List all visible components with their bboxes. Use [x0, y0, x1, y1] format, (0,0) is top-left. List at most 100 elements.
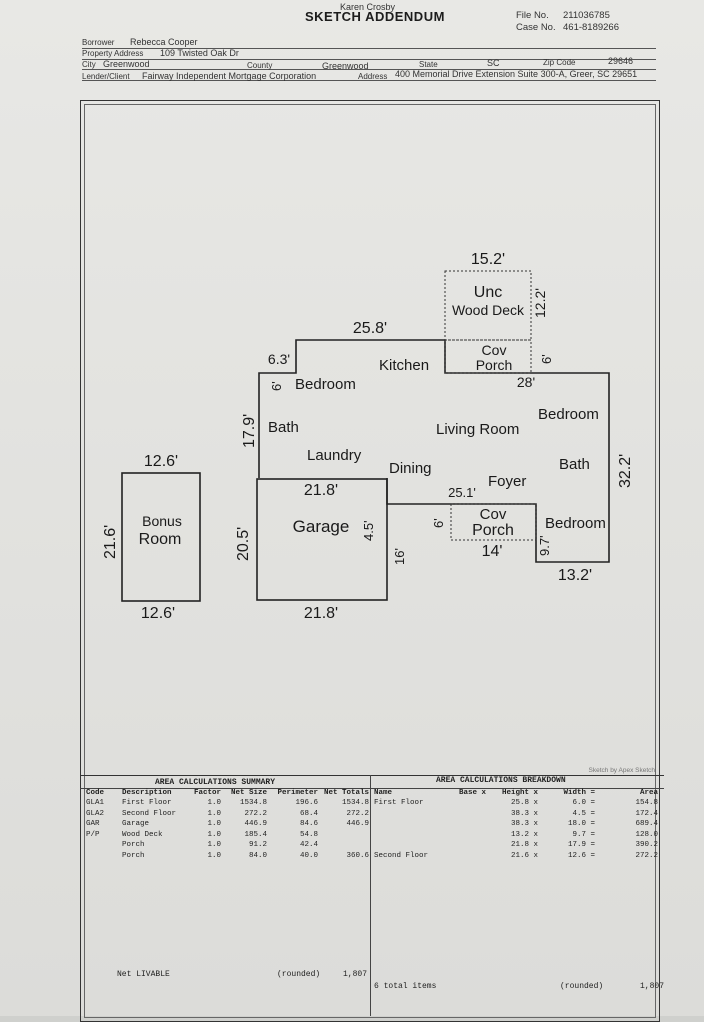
lender: Fairway Independent Mortgage Corporation	[142, 71, 317, 81]
summary-cell: 54.8	[299, 830, 318, 839]
county: Greenwood	[322, 61, 369, 71]
header-rule	[82, 80, 656, 81]
room-bath-2: Bath	[559, 456, 590, 473]
breakdown-header-cell: Name	[374, 789, 393, 797]
state: SC	[487, 58, 500, 68]
address-label: Address	[358, 72, 388, 81]
summary-header-cell: Code	[86, 789, 105, 797]
breakdown-cell: 272.2	[635, 851, 658, 860]
property-address-label: Property Address	[82, 49, 144, 58]
breakdown-cell: 172.4	[635, 809, 658, 818]
breakdown-header-cell: Height x	[501, 789, 538, 797]
deck-height-dim: 12.2'	[532, 288, 548, 318]
zip-label: Zip Code	[543, 58, 576, 67]
net-livable-total: 1,807	[343, 970, 368, 979]
summary-cell: Second Floor	[122, 809, 177, 818]
property-address: 109 Twisted Oak Dr	[160, 48, 239, 58]
bottom-right-dim: 13.2'	[558, 567, 592, 584]
right-top-dim: 28'	[517, 374, 535, 390]
breakdown-total: 1,807	[640, 982, 665, 991]
summary-cell: 1534.8	[239, 799, 267, 807]
breakdown-header-cell: Area	[639, 789, 658, 797]
summary-cell: 272.2	[244, 809, 267, 818]
header-rule	[82, 69, 656, 70]
summary-cell: P/P	[86, 830, 100, 839]
porch-width-dim: 14'	[482, 543, 503, 560]
zip: 29646	[608, 56, 634, 66]
breakdown-cell: 9.7 =	[572, 830, 595, 839]
left-step-v-dim: 6'	[269, 381, 284, 391]
summary-cell: 42.4	[299, 841, 318, 849]
area-calculations-section	[80, 775, 664, 1021]
lender-label: Lender/Client	[82, 72, 130, 81]
deck-label-2: Wood Deck	[452, 302, 525, 318]
left-step-dim: 6.3'	[268, 351, 290, 367]
appraiser-name: Karen Crosby	[340, 2, 396, 12]
breakdown-cell: 390.2	[635, 841, 658, 849]
garage-height-dim: 20.5'	[235, 527, 252, 561]
room-living: Living Room	[436, 421, 519, 438]
summary-cell: Wood Deck	[122, 830, 163, 839]
wood-deck-outline	[444, 270, 532, 341]
summary-cell: 446.9	[244, 820, 267, 828]
summary-cell: GAR	[86, 820, 100, 828]
summary-rounded-label: (rounded)	[277, 970, 321, 979]
breakdown-rounded-label: (rounded)	[560, 982, 604, 991]
breakdown-cell: 4.5 =	[572, 809, 595, 818]
breakdown-cell: 154.8	[635, 799, 658, 807]
county-label: County	[247, 61, 273, 70]
summary-cell: 196.6	[295, 799, 318, 807]
summary-cell: 1.0	[207, 809, 221, 818]
summary-header-cell: Perimeter	[277, 789, 318, 797]
left-height-dim: 17.9'	[241, 414, 258, 448]
breakdown-cell: 12.6 =	[567, 851, 595, 860]
breakdown-cell: 21.6 x	[510, 851, 538, 860]
breakdown-cell: 13.2 x	[510, 830, 538, 839]
main-top-width-dim: 25.8'	[353, 320, 387, 337]
summary-cell: 1.0	[207, 830, 221, 839]
file-no: 211036785	[563, 10, 610, 21]
total-items: 6 total items	[374, 982, 437, 991]
summary-cell: 84.6	[299, 820, 318, 828]
room-laundry: Laundry	[307, 447, 362, 464]
garage-drop-dim: 16'	[392, 548, 407, 565]
summary-title: AREA CALCULATIONS SUMMARY	[155, 778, 276, 787]
breakdown-cell: 18.0 =	[567, 820, 595, 828]
summary-cell: 84.0	[248, 851, 267, 860]
summary-cell: 1.0	[207, 799, 221, 807]
room-dining: Dining	[389, 460, 432, 477]
breakdown-cell: 17.9 =	[567, 841, 595, 849]
breakdown-cell: First Floor	[374, 799, 424, 807]
case-no-label: Case No.	[516, 22, 556, 33]
cov-porch-top-label-2: Porch	[476, 357, 513, 373]
summary-cell: Porch	[122, 851, 145, 860]
table-divider	[370, 775, 371, 1016]
garage-step-dim: 4.5'	[361, 520, 376, 541]
summary-header-cell: Factor	[193, 789, 221, 797]
case-no: 461-8189266	[563, 22, 619, 33]
cov-porch-top-outline	[444, 339, 532, 374]
breakdown-cell: 25.8 x	[510, 799, 538, 807]
summary-header-cell: Net Totals	[323, 789, 369, 797]
summary-cell: 272.2	[346, 809, 369, 818]
bonus-label-2: Room	[139, 531, 182, 548]
breakdown-header-cell: Width =	[563, 789, 595, 797]
room-foyer: Foyer	[488, 473, 526, 490]
breakdown-cell: 38.3 x	[510, 820, 538, 828]
summary-cell: First Floor	[122, 799, 172, 807]
breakdown-cell: 128.0	[635, 830, 658, 839]
floor-plan-sketch: 15.2' Unc Wood Deck 12.2' Cov Porch 6' 2…	[102, 251, 656, 774]
summary-cell: 1.0	[207, 841, 221, 849]
header-rule	[82, 59, 656, 60]
bottom-right-step-dim: 9.7'	[537, 535, 552, 556]
room-kitchen: Kitchen	[379, 357, 429, 374]
summary-cell: 68.4	[299, 809, 318, 818]
breakdown-title: AREA CALCULATIONS BREAKDOWN	[436, 776, 566, 785]
software-credit: Sketch by Apex Sketch	[589, 767, 656, 774]
garage-bottom-dim: 21.8'	[304, 605, 338, 622]
summary-cell: 1.0	[207, 851, 221, 860]
summary-cell: GLA2	[86, 809, 105, 818]
summary-cell: GLA1	[86, 799, 105, 807]
city: Greenwood	[103, 59, 150, 69]
